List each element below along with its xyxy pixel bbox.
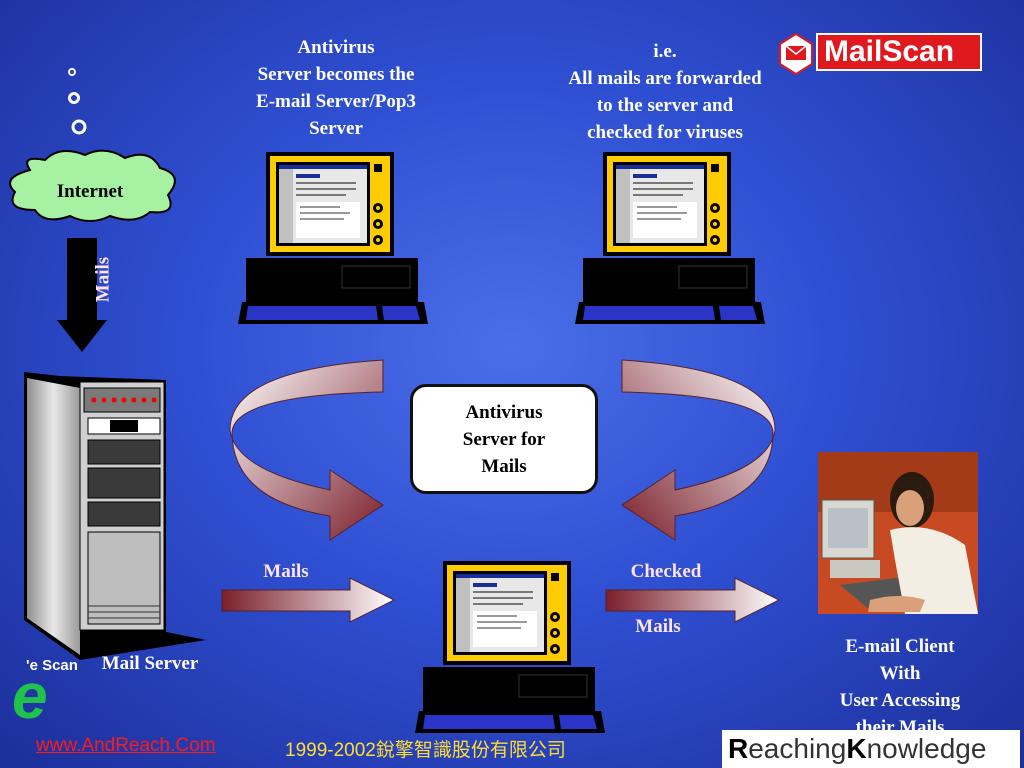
caption-line: Server [309, 118, 363, 139]
caption-line: Server becomes the [257, 64, 415, 85]
mail-server-tower [24, 372, 206, 660]
escan-logo: 'e Scan e [4, 655, 94, 735]
arrow-mails-in [221, 577, 396, 623]
caption-line: All mails are forwarded [568, 68, 762, 89]
antivirus-server-box: Antivirus Server for Mails [410, 384, 598, 494]
checked-mails-label: Mails [635, 616, 681, 637]
caption-line: With [879, 663, 921, 684]
caption-line: i.e. [653, 41, 677, 62]
caption-line: User Accessing [839, 690, 961, 711]
antivirus-server-caption: Antivirus Server becomes the E-mail Serv… [226, 34, 446, 142]
caption-line: E-mail Client [845, 636, 955, 657]
box-line: Server for [462, 428, 546, 450]
copyright-text: 1999-2002銳擎智識股份有限公司 [285, 740, 566, 761]
reaching-knowledge-logo: ReachingKnowledge [722, 730, 1020, 768]
mailscan-wordmark: MailScan [816, 33, 982, 71]
caption-line: checked for viruses [587, 122, 743, 143]
caption-line: to the server and [596, 95, 734, 116]
mailscan-envelope-icon [779, 32, 813, 76]
ie-caption: i.e. All mails are forwarded to the serv… [540, 38, 790, 146]
mailscan-logo: MailScan [780, 33, 982, 71]
bubble-large [71, 119, 87, 135]
internet-label: Internet [56, 181, 124, 202]
antivirus-server-computer [237, 151, 429, 325]
box-line: Antivirus [465, 401, 543, 423]
escan-letter-icon: e [12, 660, 48, 732]
caption-line: E-mail Server/Pop3 [256, 91, 416, 112]
forwarding-computer [574, 151, 766, 325]
down-arrow [57, 238, 107, 352]
mails-in-label: Mails [263, 561, 309, 582]
curved-arrow-right [621, 359, 776, 541]
andreach-link[interactable]: www.AndReach.Com [36, 735, 216, 756]
mails-vertical-label: Mails [92, 256, 114, 303]
escan-wordmark: 'e Scan [26, 657, 78, 674]
email-client-user-photo [818, 452, 978, 614]
email-client-caption: E-mail Client With User Accessing their … [800, 633, 1000, 741]
box-line: Mails [481, 455, 527, 477]
mail-server-label: Mail Server [101, 653, 199, 674]
arrow-checked-mails [605, 577, 781, 623]
curved-arrow-left [229, 359, 384, 541]
checked-label: Checked [630, 561, 702, 582]
bubble-medium [68, 92, 80, 104]
caption-line: Antivirus [297, 37, 375, 58]
bubble-small [68, 68, 76, 76]
internet-cloud [9, 149, 176, 222]
scanning-computer [414, 560, 606, 734]
